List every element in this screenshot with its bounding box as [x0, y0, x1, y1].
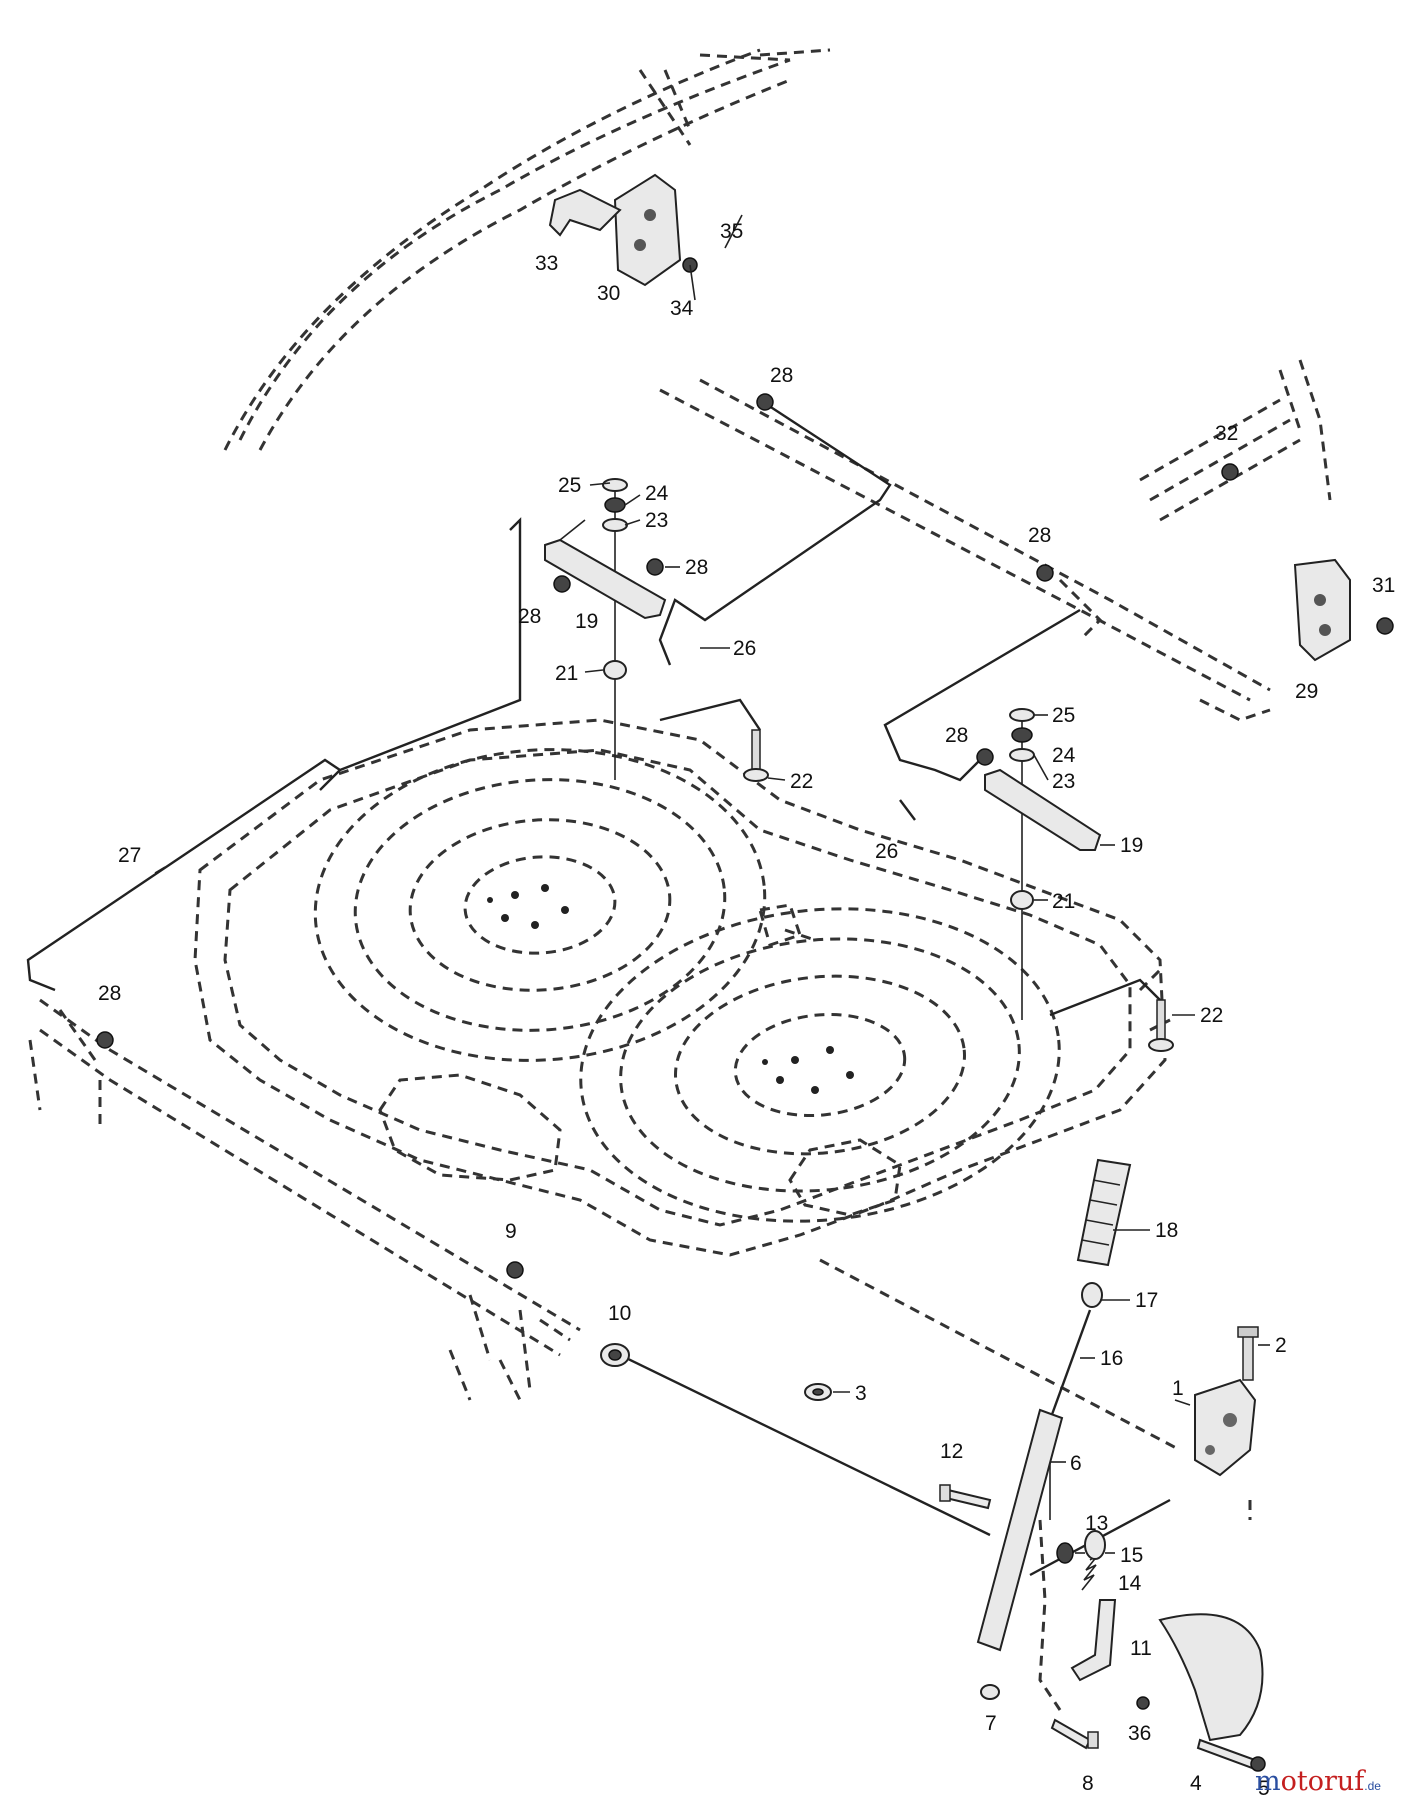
- rear-lift-arms: [223, 48, 1332, 722]
- callout-2: 2: [1275, 1334, 1287, 1357]
- lift-lever-6: [976, 1408, 1064, 1652]
- spindle-bolts-left: [487, 884, 569, 929]
- callout-33: 33: [535, 252, 558, 275]
- callout-12: 12: [940, 1440, 963, 1463]
- washer-13: [1056, 1542, 1074, 1564]
- callout-28-a: 28: [770, 364, 793, 387]
- assembly-axes: [614, 480, 1051, 1520]
- callout-labels: 1 2 3 4 5 6 7 8 9 10 11 12 13 14 15 16 1…: [98, 220, 1395, 1800]
- lift-link-33: [548, 188, 622, 237]
- bolt-5: [1196, 1738, 1266, 1772]
- bolt-8: [1050, 1718, 1099, 1750]
- callout-18: 18: [1155, 1219, 1178, 1242]
- front-shafts: [28, 998, 1181, 1452]
- cover-4: [1158, 1613, 1264, 1742]
- nut-7: [980, 1684, 1000, 1700]
- callout-29: 29: [1295, 680, 1318, 703]
- callout-25-lower: 25: [1052, 704, 1075, 727]
- callout-19-lower: 19: [1120, 834, 1143, 857]
- callout-22-lower: 22: [1200, 1004, 1223, 1027]
- callout-26-upper: 26: [733, 637, 756, 660]
- watermark-logo: motoruf.de: [1255, 1766, 1381, 1797]
- lift-plate-30: [613, 173, 682, 287]
- callout-27: 27: [118, 844, 141, 867]
- bolt-2: [1237, 1326, 1259, 1381]
- callout-19-upper: 19: [575, 610, 598, 633]
- lever-links: [1038, 1500, 1252, 1711]
- nuts: [96, 257, 1394, 1279]
- callout-4: 4: [1190, 1772, 1202, 1795]
- callout-23-lower: 23: [1052, 770, 1075, 793]
- callout-34: 34: [670, 297, 694, 320]
- lift-plate-29: [1293, 558, 1351, 662]
- callout-8: 8: [1082, 1772, 1094, 1795]
- lever-rod-16: [1048, 1309, 1092, 1421]
- callout-28-d: 28: [518, 605, 541, 628]
- callout-28-e: 28: [945, 724, 968, 747]
- callout-28-f: 28: [98, 982, 121, 1005]
- watermark-otoruf: otoruf: [1281, 1766, 1367, 1797]
- callout-3: 3: [855, 1382, 867, 1405]
- lever-collar-17: [1081, 1282, 1103, 1308]
- callout-14: 14: [1118, 1572, 1142, 1595]
- callout-26-lower: 26: [875, 840, 898, 863]
- callout-7: 7: [985, 1712, 997, 1735]
- callout-16: 16: [1100, 1347, 1123, 1370]
- watermark-tld: .de: [1364, 1779, 1381, 1793]
- callout-24-upper: 24: [645, 482, 669, 505]
- callout-13: 13: [1085, 1512, 1108, 1535]
- callout-35: 35: [720, 220, 743, 243]
- callout-11: 11: [1130, 1637, 1152, 1660]
- bolts-22: [743, 729, 1174, 1052]
- callout-28-b: 28: [1028, 524, 1051, 547]
- svg-text:motoruf.de: motoruf.de: [1255, 1766, 1381, 1797]
- callout-36: 36: [1128, 1722, 1151, 1745]
- callout-24-lower: 24: [1052, 744, 1076, 767]
- callout-15: 15: [1120, 1544, 1143, 1567]
- spring-14: [1081, 1554, 1099, 1591]
- nut-3: [804, 1383, 832, 1401]
- spindle-bolts-right: [762, 1046, 854, 1094]
- link-plate-19-lower: [984, 768, 1102, 851]
- callout-21-lower: 21: [1052, 890, 1075, 913]
- callout-28-c: 28: [685, 556, 708, 579]
- bushing-10: [600, 1343, 630, 1367]
- mower-deck: [193, 718, 1171, 1257]
- washers: [602, 478, 1035, 910]
- bolt-12: [939, 1484, 992, 1510]
- callout-10: 10: [608, 1302, 631, 1325]
- callout-21-upper: 21: [555, 662, 578, 685]
- cam-15: [1084, 1530, 1106, 1560]
- mount-bracket-1: [1194, 1378, 1257, 1477]
- callout-23-upper: 23: [645, 509, 668, 532]
- callout-1: 1: [1172, 1377, 1184, 1400]
- callout-32: 32: [1215, 422, 1238, 445]
- leader-lines: [154, 214, 1270, 1554]
- handle-grip-18: [1076, 1158, 1132, 1267]
- callout-6: 6: [1070, 1452, 1082, 1475]
- latch-11: [1070, 1599, 1117, 1682]
- callout-31: 31: [1372, 574, 1395, 597]
- callout-5: 5: [1258, 1777, 1270, 1800]
- callout-22-upper: 22: [790, 770, 813, 793]
- callout-17: 17: [1135, 1289, 1158, 1312]
- callout-9: 9: [505, 1220, 517, 1243]
- callout-25-upper: 25: [558, 474, 581, 497]
- callout-30: 30: [597, 282, 620, 305]
- nut-36: [1136, 1696, 1150, 1710]
- watermark-m: m: [1255, 1766, 1281, 1797]
